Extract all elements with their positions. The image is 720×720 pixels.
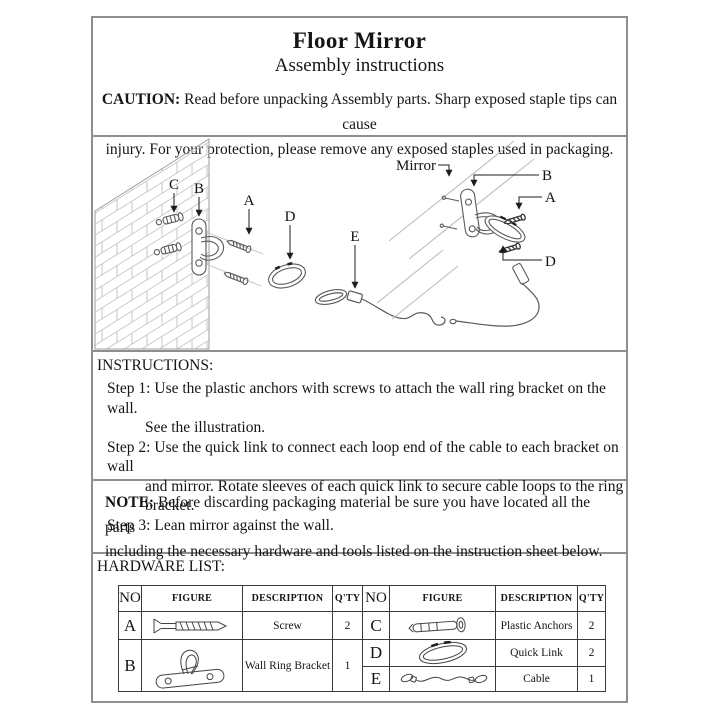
- step-1-line-2: See the illustration.: [145, 419, 266, 436]
- caution-line-1: CAUTION: Read before unpacking Assembly …: [99, 87, 620, 137]
- hardware-table-header-row: NO FIGURE DESCRIPTION Q'TY NO FIGURE DES…: [118, 585, 606, 612]
- wall-diagram-arrows: [170, 193, 359, 289]
- part-c-no: C: [362, 611, 390, 640]
- part-b-no: B: [118, 639, 142, 692]
- instructions-steps: Step 1: Use the plastic anchors with scr…: [93, 379, 626, 535]
- hardware-row-e: E Cable 1: [119, 666, 606, 692]
- label-b-right: B: [542, 168, 552, 184]
- part-a-figure-cell: [141, 611, 243, 640]
- hardware-list-heading: HARDWARE LIST:: [97, 558, 225, 575]
- cable-figure: [400, 673, 487, 684]
- part-e-no: E: [362, 666, 390, 692]
- plastic-anchor-drawing: [153, 212, 184, 256]
- col-header-figure: FIGURE: [141, 585, 243, 612]
- part-c-figure-cell: [389, 611, 496, 640]
- wall-diagram-labels: C B A D E: [169, 177, 360, 245]
- label-d: D: [285, 209, 296, 225]
- wall-ring-bracket-figure: [155, 649, 225, 689]
- mirror-bracket-assembly-drawing: [439, 188, 540, 327]
- screw-figure: [153, 618, 228, 633]
- step-2-line-2: and mirror. Rotate sleeves of each quick…: [145, 477, 624, 515]
- header-section: Floor Mirror Assembly instructions CAUTI…: [93, 18, 626, 158]
- part-d-figure-cell: [389, 639, 496, 667]
- part-a-no: A: [118, 611, 142, 640]
- label-a: A: [244, 193, 255, 209]
- col-header-description: DESCRIPTION: [242, 585, 333, 612]
- mirror-label: Mirror: [396, 158, 436, 174]
- part-b-qty: 1: [332, 639, 363, 692]
- part-d-qty: 2: [577, 639, 606, 667]
- part-e-description: Cable: [495, 666, 578, 692]
- part-a-qty: 2: [332, 611, 363, 640]
- part-d-no: D: [362, 639, 390, 667]
- col-header-no: NO: [118, 585, 142, 612]
- step-3-text: Lean mirror against the wall.: [154, 516, 334, 534]
- label-e: E: [350, 229, 359, 245]
- quick-link-figure: [418, 641, 467, 665]
- label-a-right: A: [545, 190, 556, 206]
- col-header-qty-2: Q'TY: [577, 585, 606, 612]
- instruction-sheet-page: Floor Mirror Assembly instructions CAUTI…: [91, 16, 628, 703]
- step-1-text: Use the plastic anchors with screws to a…: [107, 380, 606, 417]
- step-2-label: Step 2:: [107, 438, 151, 456]
- part-d-description: Quick Link: [495, 639, 578, 667]
- caution-line-2: injury. For your protection, please remo…: [105, 141, 614, 158]
- part-e-figure-cell: [389, 666, 496, 692]
- hardware-table: NO FIGURE DESCRIPTION Q'TY NO FIGURE DES…: [118, 585, 606, 692]
- plastic-anchor-figure: [407, 616, 466, 632]
- label-d-right: D: [545, 254, 556, 270]
- note-paragraph: NOTE: Before discarding packaging materi…: [105, 491, 612, 565]
- label-b: B: [194, 181, 204, 197]
- note-line-2: including the necessary hardware and too…: [105, 543, 603, 560]
- label-c: C: [169, 177, 179, 193]
- assembly-diagram: C B A D E: [94, 138, 556, 350]
- assembly-diagram-section: C B A D E: [93, 137, 626, 352]
- part-e-qty: 1: [577, 666, 606, 692]
- page-title: Floor Mirror: [292, 28, 427, 53]
- note-line-1: NOTE: Before discarding packaging materi…: [105, 491, 612, 540]
- col-header-description-2: DESCRIPTION: [495, 585, 578, 612]
- wall-ring-bracket-drawing: [191, 218, 225, 276]
- step-1-label: Step 1:: [107, 380, 151, 397]
- col-header-qty: Q'TY: [332, 585, 363, 612]
- part-b-description: Wall Ring Bracket: [242, 639, 333, 692]
- quick-link-drawing: [268, 262, 306, 289]
- mirror-diagram-leaders: [470, 174, 542, 261]
- step-3-label: Step 3:: [107, 516, 151, 534]
- caution-label: CAUTION:: [101, 91, 181, 108]
- mirror-diagram-labels: B A D: [542, 168, 556, 270]
- hardware-list-section: HARDWARE LIST: NO FIGURE DESCRIPTION Q'T…: [93, 554, 626, 701]
- part-c-description: Plastic Anchors: [495, 611, 578, 640]
- brick-wall: [94, 138, 210, 350]
- part-a-description: Screw: [242, 611, 333, 640]
- part-b-figure-cell: [141, 639, 243, 692]
- step-2-text: Use the quick link to connect each loop …: [107, 438, 619, 476]
- hardware-row-a-c: A Screw 2 C: [118, 611, 606, 640]
- col-header-figure-2: FIGURE: [389, 585, 496, 612]
- step-2-line-1: Step 2: Use the quick link to connect ea…: [107, 438, 626, 477]
- note-section: NOTE: Before discarding packaging materi…: [93, 481, 626, 560]
- instructions-section: INSTRUCTIONS: Step 1: Use the plastic an…: [93, 352, 626, 534]
- step-3-line-1: Step 3: Lean mirror against the wall.: [107, 516, 626, 536]
- instructions-heading: INSTRUCTIONS:: [97, 357, 214, 374]
- caution-paragraph: CAUTION: Read before unpacking Assembly …: [99, 87, 620, 162]
- col-header-no-2: NO: [362, 585, 390, 612]
- page-subtitle: Assembly instructions: [274, 55, 445, 76]
- caution-text-1: Read before unpacking Assembly parts. Sh…: [184, 91, 618, 133]
- step-1-line-1: Step 1: Use the plastic anchors with scr…: [107, 379, 626, 418]
- part-c-qty: 2: [577, 611, 606, 640]
- hardware-row-b-d: B: [118, 639, 606, 692]
- cable-drawing: [314, 289, 446, 326]
- screw-drawing: [223, 239, 252, 286]
- note-text-1: Before discarding packaging material be …: [105, 494, 591, 536]
- note-label: NOTE:: [105, 494, 155, 511]
- mirror-label-arrow: [438, 164, 453, 177]
